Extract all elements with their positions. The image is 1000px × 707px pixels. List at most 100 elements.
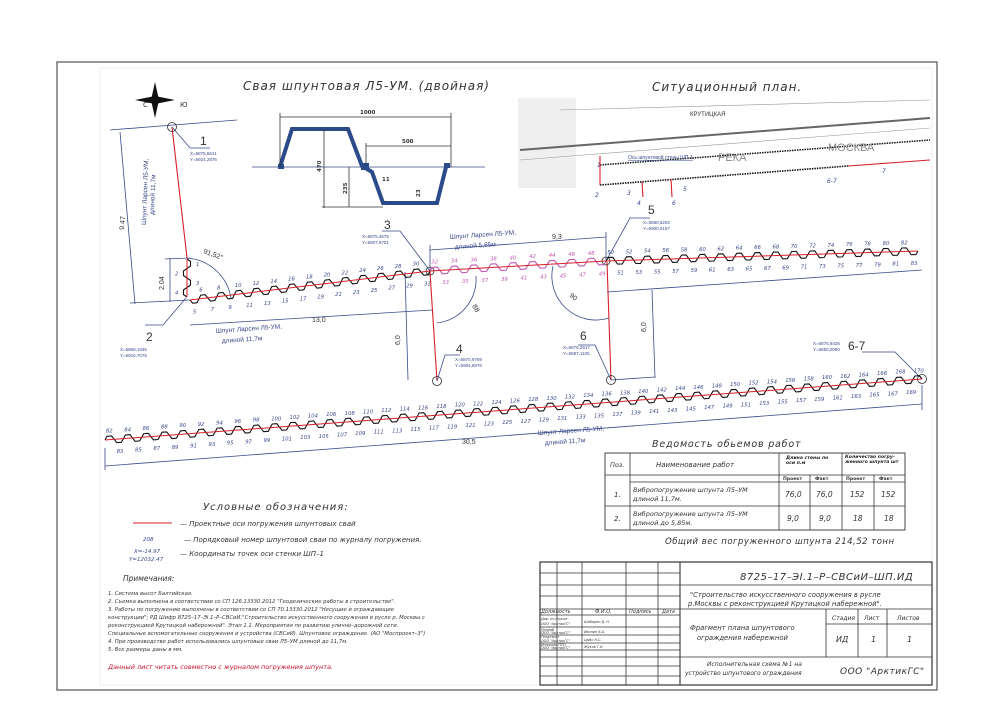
pile-number: 63 [727,267,734,273]
table-row: 2. Вибропогружение шпунта Л5–УМ длиной д… [614,510,894,527]
pile-number: 111 [374,430,384,436]
note-line: 1. Система высот Балтийская. [108,591,193,597]
table-row: 1. Вибропогружение шпунта Л5–УМ длиной 1… [614,486,896,503]
pile-number: 132 [565,394,576,400]
sheet-pile-walls: 1234567891011121314151617181920212223242… [104,240,925,455]
pile-number: 116 [418,405,429,411]
pile-number: 126 [510,399,521,405]
col-qty: Количество погру-женного шпунта шт [845,455,899,465]
wall-axis-line [605,250,919,262]
pile-number: 153 [759,401,770,407]
pile-number: 138 [620,390,631,396]
pile-number: 45 [560,274,567,280]
col-length: Длина стены по оси п.м [786,456,829,466]
col-qty-fact: Факт [879,476,893,482]
sit-point-6: 6 [672,200,676,207]
pile-number: 91 [190,444,197,450]
pile-number: 33 [442,280,449,286]
pile-number: 113 [392,428,403,434]
pile-number: 13 [264,301,271,307]
pile-number: 19 [317,294,324,300]
pile-number: 24 [359,268,366,274]
pile-number: 148 [712,383,723,389]
pile-number: 34 [451,259,458,265]
pile-number: 128 [528,397,539,403]
pile-number: 118 [436,404,447,410]
pile-number: 2 [175,271,179,277]
pile-number: 35 [462,279,469,285]
pile-number: 123 [484,422,495,428]
row-len-fact: 76,0 [816,490,833,499]
pile-number: 105 [319,434,330,440]
pile-number: 152 [749,381,760,387]
pile-number: 69 [782,265,789,271]
drawing-code: 8725–17–ЭI.1–Р–СВСиИ–ШП.ИД [740,572,913,583]
col-len-plan: Проект [783,476,803,482]
pile-number: 81 [892,262,899,268]
dim-30-5: 30,5 [462,439,476,446]
pile-number: 27 [388,286,395,292]
pile-number: 166 [877,371,888,377]
pile-number: 159 [814,397,825,403]
row-len-plan: 9,0 [787,514,799,523]
pile-number: 122 [473,401,484,407]
pile-number: 78 [864,242,871,248]
point-4-marker [432,376,442,386]
pile-number: 90 [179,423,186,429]
legend-item-3: — Координаты точек оси стенки ШП–1 [180,550,324,558]
pile-number: 80 [883,241,890,247]
pile-number: 82 [106,429,113,435]
note-line: 2. Съемка выполнена в соответствии со СП… [108,599,395,605]
stage-value: ИД [836,635,848,644]
pile-number: 43 [540,275,547,281]
point-5-y: Y=6900,0157 [643,226,670,231]
person-role: Геодезист [541,635,560,639]
sheet-name-2: ограждения набережной [697,634,789,642]
plan-labels: 1 X=6875,6611 Y=6924,2876 2 X=6869,1935 … [119,134,866,447]
pile-number: 5 [193,309,197,315]
pile-number: 127 [521,419,532,425]
note-line: конструкции"; РД Шифр 8725–17–ЭI.1–Р–СВС… [108,615,425,621]
row-name: длиной до 5,85м. [632,519,692,527]
pile-number: 137 [612,412,623,418]
notes-title: Примечания: [123,574,174,583]
point-4-y: Y=6904,6976 [455,363,482,368]
point-6-7-x: X=6875,8425 [813,341,840,346]
legend-item-1: — Проектные оси погружения шпунтовых сва… [180,520,356,528]
pile-number: 57 [672,269,679,275]
col-name: Наименование работ [656,461,735,469]
pile-number: 64 [736,246,743,252]
pile-number: 167 [888,391,899,397]
pile-number: 162 [840,374,851,380]
pile-number: 170 [914,368,925,374]
pile-number: 75 [837,264,844,270]
dim-height: 470 [317,160,323,172]
situation-title: Ситуационный план. [652,80,802,94]
legend: Условные обозначения: — Проектные оси по… [129,501,422,563]
person-name: Цыбо Н.С. [584,638,602,642]
pile-number: 51 [617,271,624,277]
dim-13-0: 13,0 [312,317,326,324]
pile-number: 133 [576,415,587,421]
pile-number: 85 [135,448,142,454]
person-role: ООО "АрктикГС" [541,646,571,650]
pile-number: 59 [691,268,698,274]
point-3-y: Y=6907,9701 [362,240,389,245]
pile-number: 48 [588,251,595,257]
pile-number: 97 [245,439,252,445]
wall-axis-line [189,270,431,301]
pile-number: 108 [345,411,356,417]
pile-number: 156 [785,378,796,384]
shunt-label-2-line2: длиной 5,85м [455,240,497,251]
street-label: КРУТИЦКАЯ [690,112,725,118]
pile-number: 147 [704,405,715,411]
pile-number: 18 [306,275,313,281]
point-6-y: Y=6897,1105 [563,351,590,356]
pile-number: 154 [767,379,777,385]
point-2-y: Y=6916,7075 [120,353,147,358]
pile-number: 72 [809,243,816,249]
shunt-label-4-line2: длиной 11,7м [545,436,586,447]
pile-number: 82 [901,240,908,246]
dim-2-04: 2.04 [159,276,166,290]
